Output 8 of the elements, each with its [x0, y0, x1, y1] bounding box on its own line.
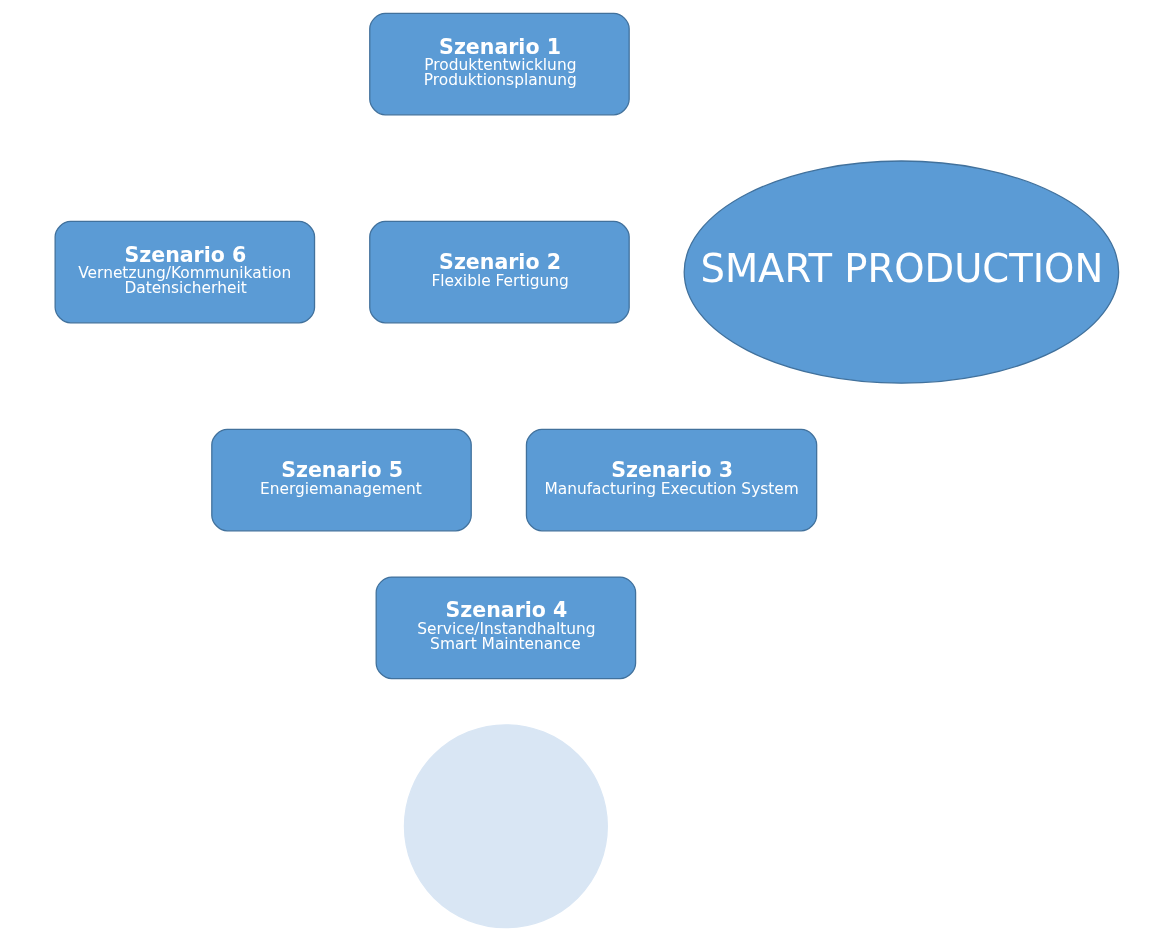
node-box: Szenario 2 Flexible Fertigung — [368, 220, 630, 324]
node-circle — [403, 724, 608, 929]
node-box: Szenario 3 Manufacturing Execution System — [525, 428, 817, 532]
node-box: Szenario 4 Service/Instandhaltung Smart Maintenance — [375, 576, 636, 680]
node-box: Szenario 1 Produktentwicklung Produktionsplanung — [368, 12, 630, 116]
node-box: Szenario 5 Energiemanagement — [210, 428, 472, 532]
node-box: Szenario 6 Vernetzung/Kommunikation Datensicherheit — [54, 220, 315, 324]
node-ellipse: SMART PRODUCTION — [683, 160, 1119, 384]
